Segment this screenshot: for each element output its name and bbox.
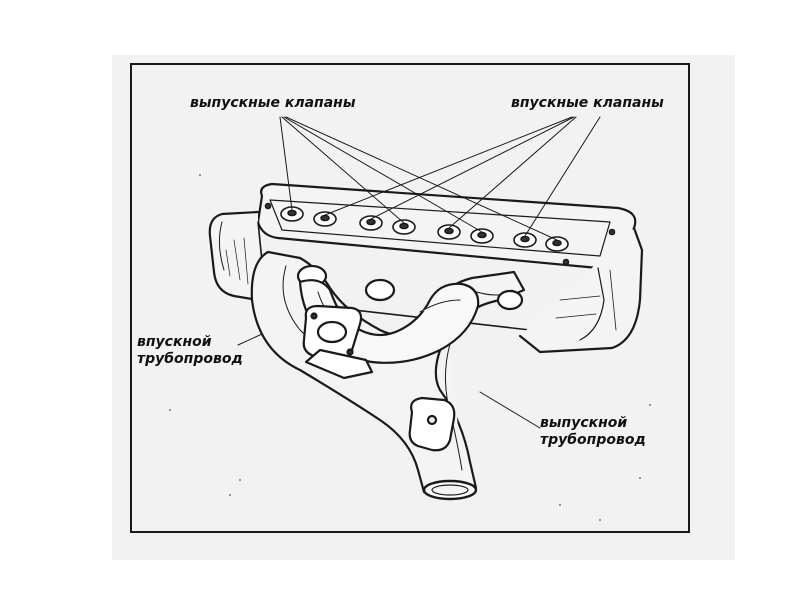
exhaust-manifold [250, 250, 526, 501]
diagram-frame [130, 63, 690, 533]
intake-manifold-label: впускной трубопровод [137, 334, 243, 367]
exhaust-valves-label: выпускные клапаны [190, 95, 356, 111]
intake-valves-label: впускные клапаны [511, 95, 664, 111]
exhaust-manifold-label: выпускной трубопровод [540, 415, 646, 448]
valves [264, 202, 616, 266]
paper-speckles [169, 174, 651, 521]
intake-manifold [298, 279, 480, 380]
